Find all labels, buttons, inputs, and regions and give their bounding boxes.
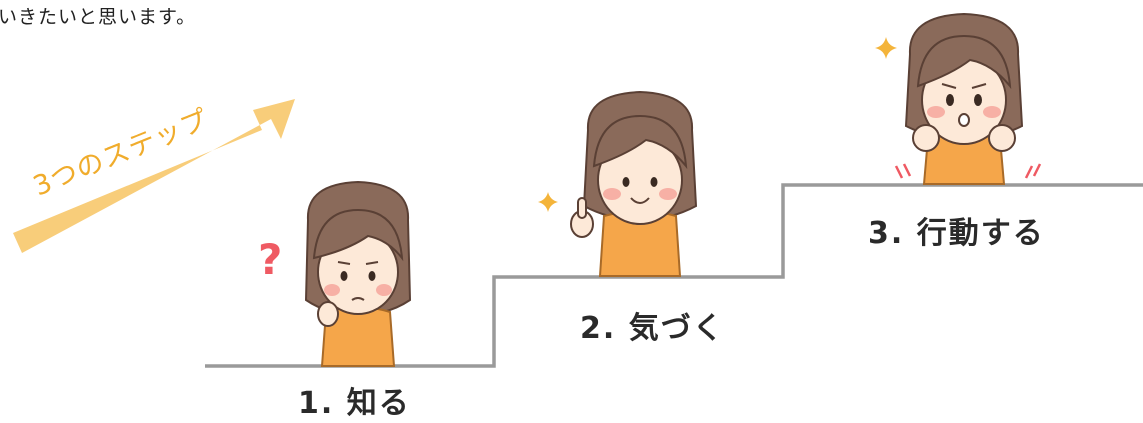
- arrow-label: 3つのステップ: [29, 104, 213, 202]
- motion-marks-left: [894, 163, 912, 179]
- left-eye: [622, 177, 630, 187]
- cheek-left: [927, 106, 945, 118]
- mouth: [351, 297, 365, 301]
- person-thinking: ?: [258, 180, 412, 367]
- bangs: [312, 208, 404, 262]
- right-eye: [974, 94, 982, 106]
- sparkle-icon: [875, 37, 897, 59]
- question-mark-icon: ?: [258, 235, 282, 284]
- right-eye: [650, 177, 658, 187]
- cheek-left: [603, 188, 621, 200]
- intro-text: いきたいと思います。: [0, 6, 197, 28]
- right-eye: [368, 271, 376, 281]
- step-1-label: 1. 知る: [298, 386, 411, 421]
- person-smiling: [538, 90, 698, 277]
- bangs: [916, 34, 1012, 90]
- mouth: [630, 197, 650, 204]
- left-eye: [340, 271, 348, 281]
- cheek-right: [376, 284, 392, 296]
- step-3-label: 3. 行動する: [868, 216, 1045, 251]
- person-surprised: [875, 12, 1042, 185]
- pointing-finger: [577, 197, 587, 219]
- cheek-left: [324, 284, 340, 296]
- progress-arrow: 3つのステップ: [13, 99, 295, 253]
- bangs: [592, 114, 688, 170]
- sparkle-icon: [538, 192, 558, 212]
- brow: [941, 83, 987, 89]
- mouth: [958, 113, 970, 127]
- brow: [337, 261, 379, 265]
- cheek-right: [983, 106, 1001, 118]
- left-eye: [946, 94, 954, 106]
- fist-right: [988, 124, 1016, 152]
- cheek-right: [659, 188, 677, 200]
- arrow-shape: [13, 99, 295, 253]
- fist-left: [912, 124, 940, 152]
- step-2-label: 2. 気づく: [580, 311, 725, 346]
- hand: [317, 301, 339, 327]
- motion-marks-right: [1024, 163, 1042, 179]
